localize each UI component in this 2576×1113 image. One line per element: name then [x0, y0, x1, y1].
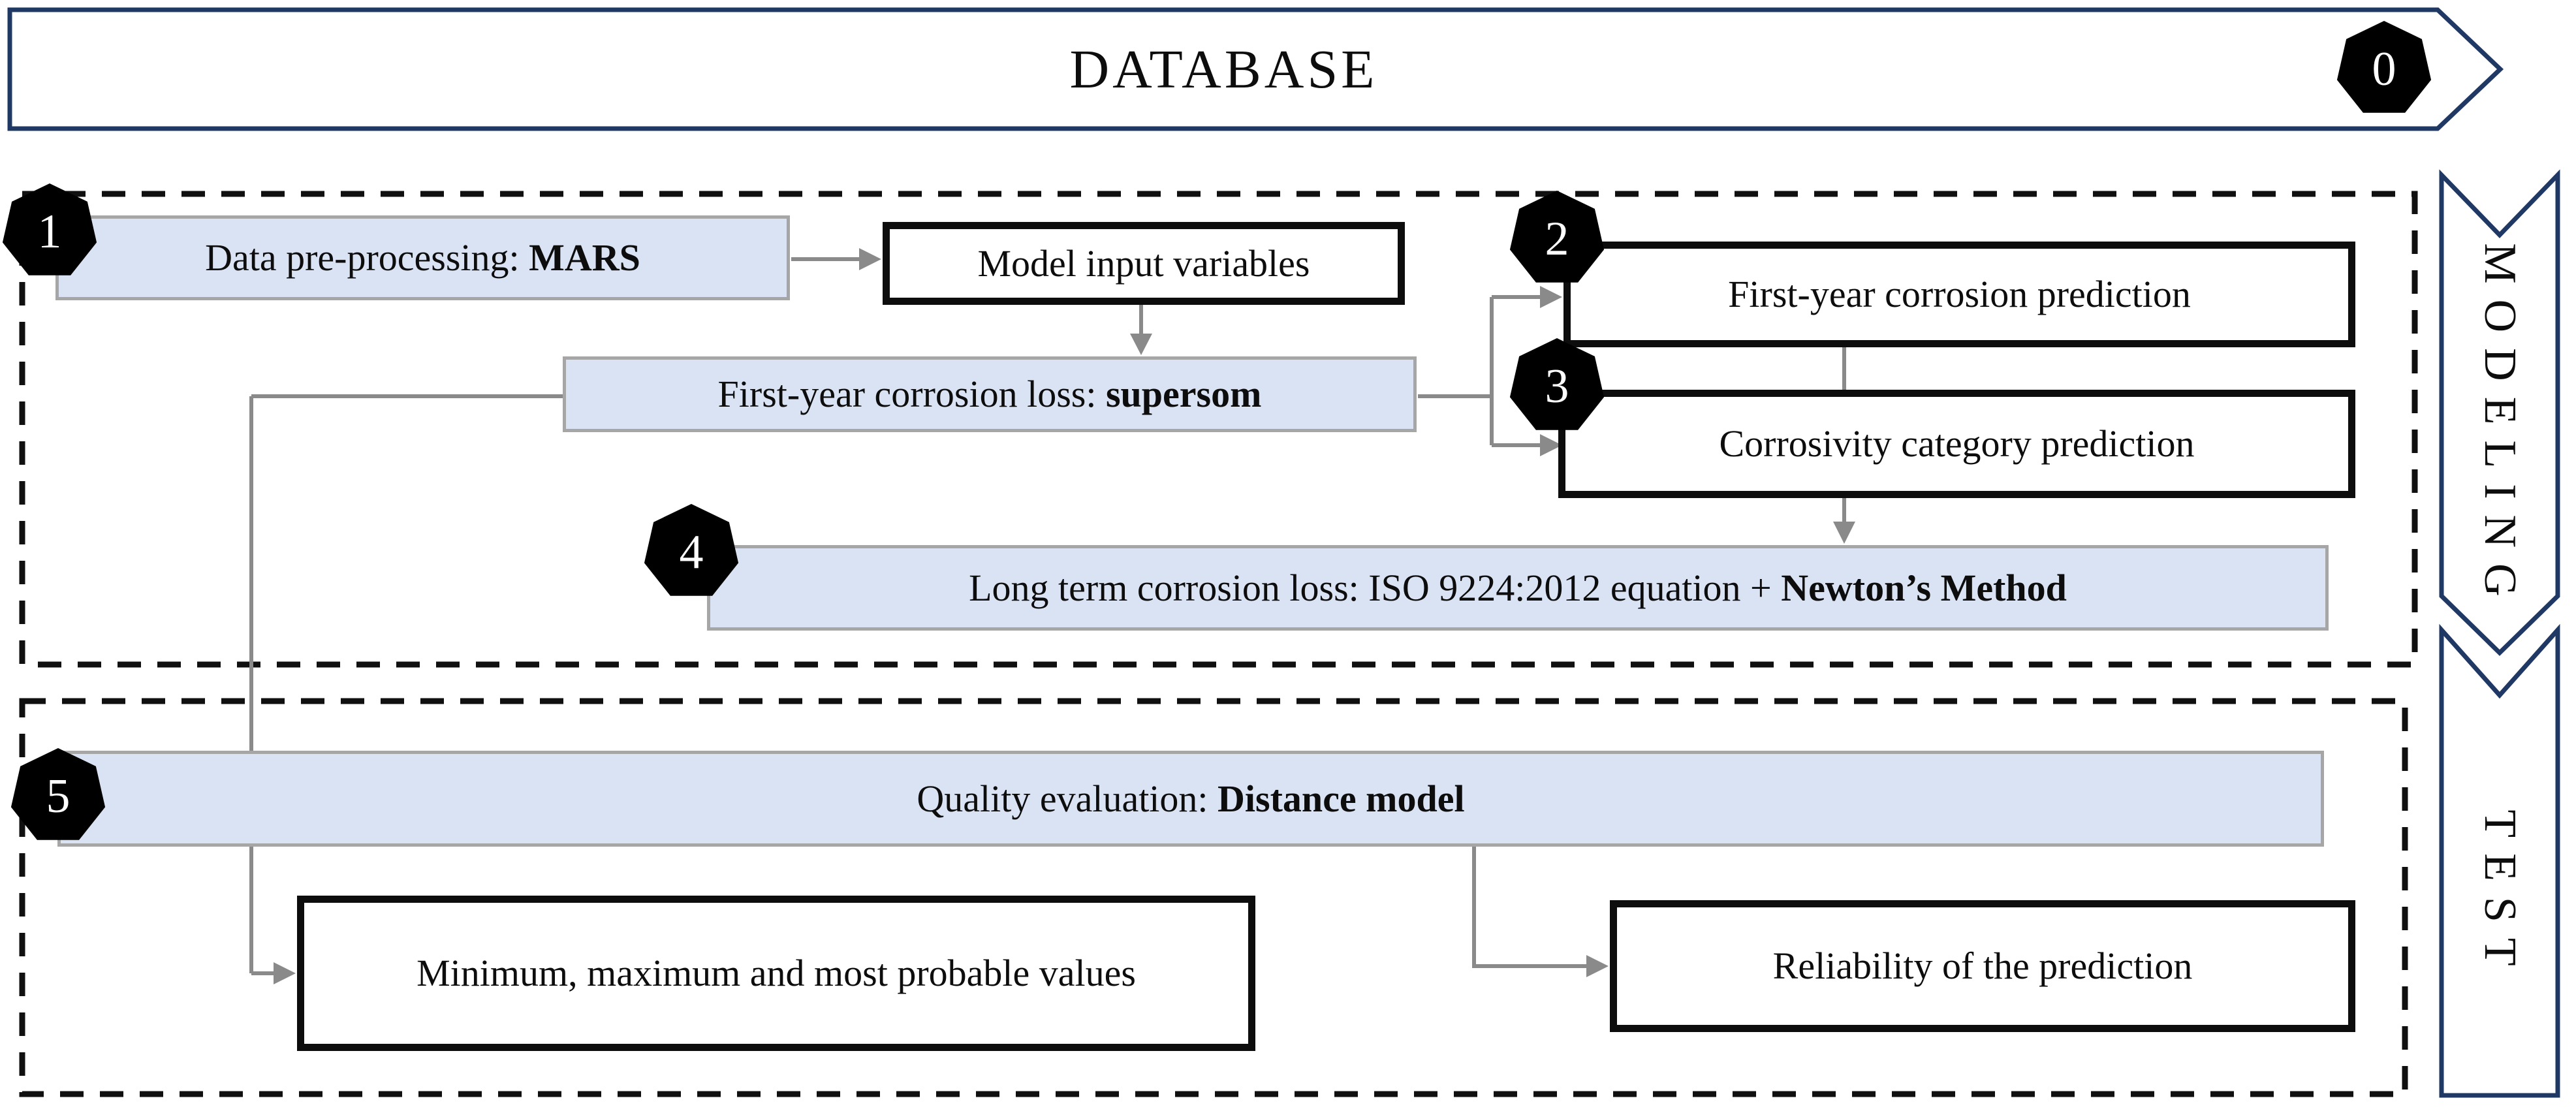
- corrosivity-category-label: Corrosivity category prediction: [1719, 422, 2195, 465]
- database-banner-title: DATABASE: [1069, 39, 1378, 100]
- first-year-loss-label: First-year corrosion loss: supersom: [717, 373, 1262, 416]
- min-max-values-label: Minimum, maximum and most probable value…: [416, 952, 1136, 995]
- step-badge-4-number: 4: [679, 525, 704, 579]
- modeling-chevron: [2439, 169, 2560, 656]
- box-first-year-corrosion-loss: First-year corrosion loss: supersom: [563, 356, 1417, 432]
- modeling-side-label: MODELING: [2475, 243, 2525, 612]
- box-data-preprocessing: Data pre-processing: MARS: [55, 215, 790, 300]
- connector-quality-to-reliability: [1472, 847, 1590, 968]
- box-quality-evaluation: Quality evaluation: Distance model: [57, 751, 2324, 847]
- model-input-label: Model input variables: [977, 242, 1310, 285]
- box-long-term-corrosion-loss: Long term corrosion loss: ISO 9224:2012 …: [707, 545, 2329, 631]
- box-first-year-corrosion-prediction: First-year corrosion prediction: [1563, 242, 2355, 347]
- step-badge-3: 3: [1509, 338, 1605, 430]
- data-preprocessing-label: Data pre-processing: MARS: [205, 236, 640, 279]
- database-banner-shape: [7, 7, 2504, 131]
- step-badge-2: 2: [1509, 191, 1605, 283]
- step-badge-5-number: 5: [46, 769, 71, 823]
- modeling-dashed-region: [19, 191, 2418, 668]
- box-corrosivity-category-prediction: Corrosivity category prediction: [1558, 390, 2355, 498]
- box-model-input-variables: Model input variables: [883, 222, 1405, 305]
- arrowhead-into-longterm: [1833, 522, 1855, 544]
- connector-supersom-to-minmax: [249, 394, 563, 975]
- step-badge-0-number: 0: [2372, 42, 2396, 96]
- arrowhead-into-supersom: [1130, 334, 1152, 355]
- connector-supersom-to-predictions: [1418, 295, 1542, 447]
- reliability-label: Reliability of the prediction: [1772, 945, 2193, 988]
- step-badge-5: 5: [10, 748, 106, 840]
- arrowhead-into-model-input: [859, 248, 881, 270]
- quality-evaluation-label: Quality evaluation: Distance model: [917, 777, 1465, 820]
- test-chevron: [2439, 623, 2560, 1098]
- step-badge-3-number: 3: [1545, 359, 1569, 413]
- first-year-prediction-label: First-year corrosion prediction: [1728, 273, 2191, 316]
- arrowhead-into-fy-prediction: [1540, 286, 1562, 308]
- long-term-loss-label: Long term corrosion loss: ISO 9224:2012 …: [969, 566, 2067, 609]
- arrowhead-into-reliability: [1586, 955, 1609, 977]
- step-badge-2-number: 2: [1545, 212, 1569, 266]
- box-min-max-values: Minimum, maximum and most probable value…: [297, 896, 1255, 1051]
- step-badge-0: 0: [2336, 21, 2432, 113]
- step-badge-1: 1: [2, 183, 97, 275]
- arrowhead-into-minmax: [274, 962, 296, 984]
- box-reliability-of-prediction: Reliability of the prediction: [1610, 900, 2355, 1032]
- test-side-label: TEST: [2475, 809, 2525, 982]
- connector-arrowheads: [274, 248, 1855, 984]
- step-badge-1-number: 1: [37, 204, 62, 259]
- step-badge-4: 4: [644, 504, 739, 596]
- test-dashed-region: [19, 698, 2408, 1097]
- arrowhead-into-cc-prediction: [1540, 434, 1562, 456]
